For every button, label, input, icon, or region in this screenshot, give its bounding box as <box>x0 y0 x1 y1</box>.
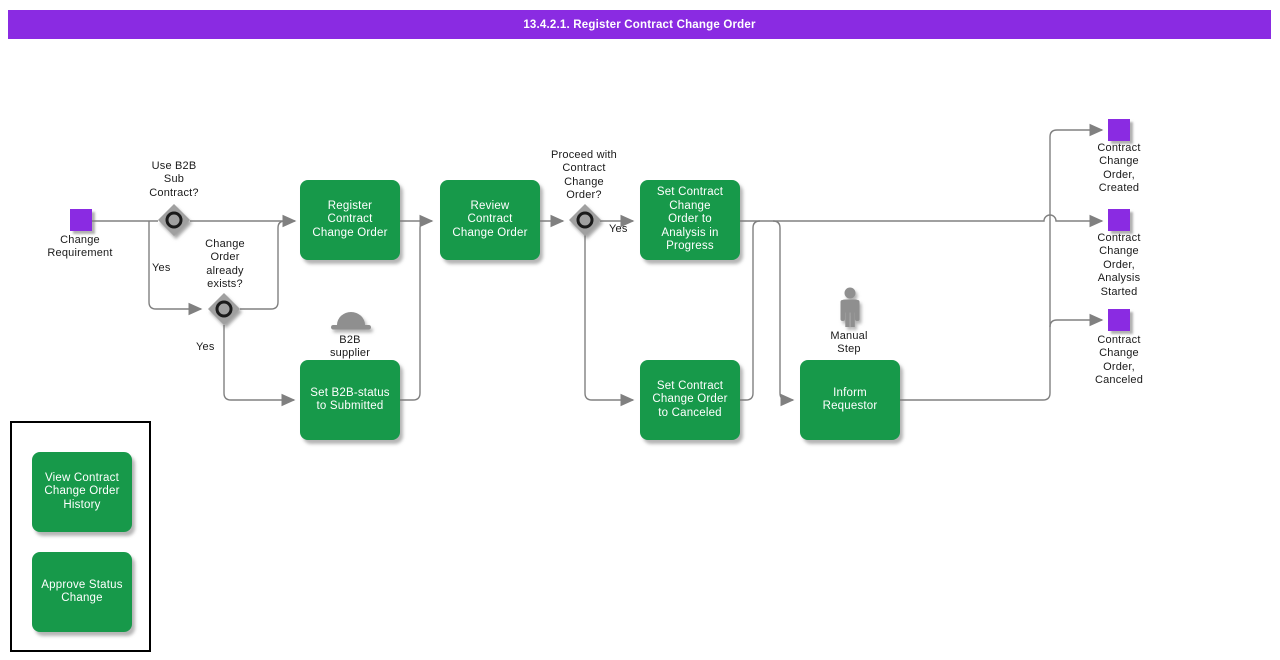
button-approve-status-change[interactable]: Approve Status Change <box>32 552 132 632</box>
decision-use-b2b-label: Use B2B Sub Contract? <box>149 160 199 199</box>
decision-proceed-label: Proceed with Contract Change Order? <box>551 149 617 202</box>
bowler-hat-icon <box>331 312 371 330</box>
connector <box>1049 313 1104 328</box>
connector <box>400 220 430 401</box>
button-view-history[interactable]: View Contract Change Order History <box>32 452 132 532</box>
connector <box>223 325 296 407</box>
manual-step-person-icon <box>835 285 865 336</box>
side-actions-box: View Contract Change Order History Appro… <box>10 421 151 652</box>
connector <box>740 214 1104 228</box>
b2b-supplier-hat-icon <box>330 306 372 339</box>
branch-yes-label-2: Yes <box>196 341 215 353</box>
decision-proceed-diamond <box>563 198 607 247</box>
connector <box>240 220 290 310</box>
person-icon <box>840 287 860 327</box>
activity-set-canceled[interactable]: Set Contract Change Order to Canceled <box>640 360 740 440</box>
activity-set-b2b-status[interactable]: Set B2B-status to Submitted <box>300 360 400 440</box>
connector <box>740 220 761 401</box>
diamond-icon <box>569 204 601 236</box>
manual-step-label: Manual Step <box>830 330 868 356</box>
event-cco-canceled <box>1108 309 1130 331</box>
event-cco-created <box>1108 119 1130 141</box>
activity-register-cco[interactable]: Register Contract Change Order <box>300 180 400 260</box>
event-cco-canceled-label: Contract Change Order, Canceled <box>1094 334 1144 387</box>
event-cco-analysis-started-label: Contract Change Order, Analysis Started <box>1097 232 1141 298</box>
decision-use-b2b-diamond <box>152 198 196 247</box>
activity-set-analysis-in-progress[interactable]: Set Contract Change Order to Analysis in… <box>640 180 740 260</box>
connector <box>772 220 795 407</box>
event-change-requirement <box>70 209 92 231</box>
connector <box>584 235 635 407</box>
activity-inform-requestor[interactable]: Inform Requestor <box>800 360 900 440</box>
activity-review-cco[interactable]: Review Contract Change Order <box>440 180 540 260</box>
diamond-icon <box>208 293 240 325</box>
branch-yes-label-1: Yes <box>152 262 171 274</box>
b2b-supplier-label: B2B supplier <box>329 334 371 360</box>
event-cco-created-label: Contract Change Order, Created <box>1097 142 1141 195</box>
page-title: 13.4.2.1. Register Contract Change Order <box>523 18 756 31</box>
connector <box>148 221 203 316</box>
diagram-title-bar: 13.4.2.1. Register Contract Change Order <box>8 10 1271 39</box>
diamond-icon <box>158 204 190 236</box>
connector <box>900 123 1104 401</box>
event-cco-analysis-started <box>1108 209 1130 231</box>
branch-yes-label-3: Yes <box>609 223 628 235</box>
decision-order-exists-diamond <box>202 287 246 336</box>
decision-order-exists-label: Change Order already exists? <box>205 238 245 291</box>
event-change-requirement-label: Change Requirement <box>47 234 113 260</box>
